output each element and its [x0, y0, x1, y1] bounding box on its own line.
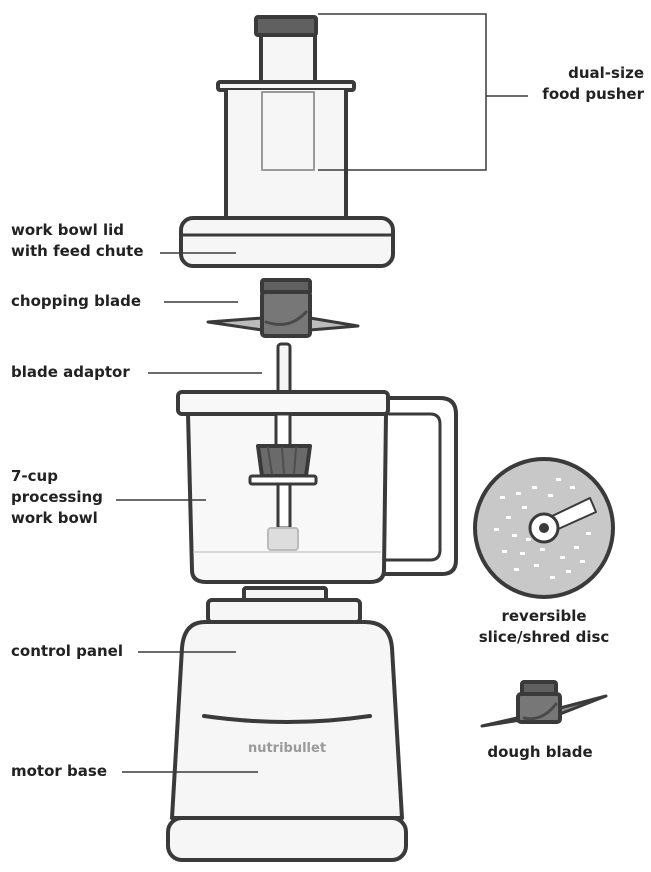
work-bowl: [176, 390, 458, 584]
work-bowl-lid: [179, 216, 395, 268]
food-pusher-label: dual-size food pusher: [470, 63, 644, 105]
slice-disc-label: reversible slice/shred disc: [462, 606, 626, 648]
motor-base: [166, 586, 408, 862]
control-panel-label: control panel: [11, 642, 123, 660]
food-pusher: [216, 15, 356, 220]
leader-lines: [116, 13, 528, 773]
bowl-lid-label-line1: work bowl lid: [11, 221, 125, 239]
work-bowl-label-line1: 7-cup: [11, 467, 58, 485]
work-bowl-label: 7-cup processing work bowl: [11, 466, 103, 529]
work-bowl-label-line3: work bowl: [11, 509, 98, 527]
food-pusher-label-line2: food pusher: [542, 85, 644, 103]
work-bowl-label-line2: processing: [11, 488, 103, 506]
slice-disc-label-line1: reversible: [501, 607, 587, 625]
dough-blade: [480, 680, 608, 728]
dough-blade-label: dough blade: [487, 743, 593, 761]
motor-base-label: motor base: [11, 762, 107, 780]
bowl-lid-label-line2: with feed chute: [11, 242, 144, 260]
brand-logo: nutribullet: [248, 741, 326, 756]
chopping-blade: [206, 278, 360, 338]
blade-adaptor: [276, 342, 292, 396]
food-pusher-label-line1: dual-size: [568, 64, 644, 82]
chopping-blade-label: chopping blade: [11, 292, 142, 310]
slice-shred-disc: [473, 457, 615, 599]
food-pusher-bracket: [318, 13, 487, 171]
bowl-lid-label: work bowl lid with feed chute: [11, 220, 144, 262]
slice-disc-label-line2: slice/shred disc: [478, 628, 610, 646]
blade-adaptor-label: blade adaptor: [11, 363, 130, 381]
